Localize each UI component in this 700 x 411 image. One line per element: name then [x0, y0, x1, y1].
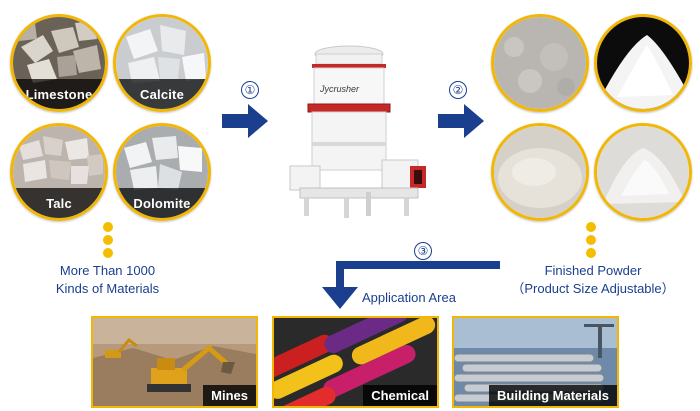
powder-image — [597, 17, 689, 109]
application-mines: Mines — [91, 316, 258, 408]
material-label: Calcite — [116, 79, 208, 109]
application-label: Building Materials — [489, 385, 617, 406]
materials-caption-line1: More Than 1000 — [59, 263, 156, 278]
step-1-arrow-icon — [222, 104, 268, 138]
mines-image — [93, 318, 256, 406]
material-calcite: Calcite — [113, 14, 211, 112]
material-talc: Talc — [10, 123, 108, 221]
powder-caption-line1: Finished Powder — [544, 263, 642, 278]
machine-brand: Jycrusher — [320, 84, 360, 94]
grinding-mill-image — [289, 45, 426, 218]
powder-dots — [584, 222, 598, 261]
material-dolomite: Dolomite — [113, 123, 211, 221]
step-2-number: ② — [449, 81, 467, 99]
chemical-image — [274, 318, 437, 406]
powder-image — [494, 17, 586, 109]
powder-image — [597, 126, 689, 218]
powder-image — [494, 126, 586, 218]
powder-sample-4 — [594, 123, 692, 221]
material-label: Talc — [13, 188, 105, 218]
powder-sample-2 — [594, 14, 692, 112]
material-limestone: Limestone — [10, 14, 108, 112]
step-3-number: ③ — [414, 242, 432, 260]
material-label: Dolomite — [116, 188, 208, 218]
application-label: Mines — [203, 385, 256, 406]
material-label: Limestone — [13, 79, 105, 109]
material-dots — [101, 222, 115, 261]
step-2-arrow-icon — [438, 104, 484, 138]
application-chemical: Chemical — [272, 316, 439, 408]
powder-sample-3 — [491, 123, 589, 221]
application-area-title: Application Area — [362, 290, 456, 305]
step-3-arrow-icon — [322, 261, 500, 309]
application-building-materials: Building Materials — [452, 316, 619, 408]
materials-caption-line2: Kinds of Materials — [55, 281, 160, 296]
powder-caption-line2: （Product Size Adjustable） — [511, 281, 675, 296]
powder-sample-1 — [491, 14, 589, 112]
powder-caption: Finished Powder （Product Size Adjustable… — [488, 262, 698, 298]
step-1-number: ① — [241, 81, 259, 99]
materials-caption: More Than 1000 Kinds of Materials — [20, 262, 195, 298]
application-label: Chemical — [363, 385, 437, 406]
